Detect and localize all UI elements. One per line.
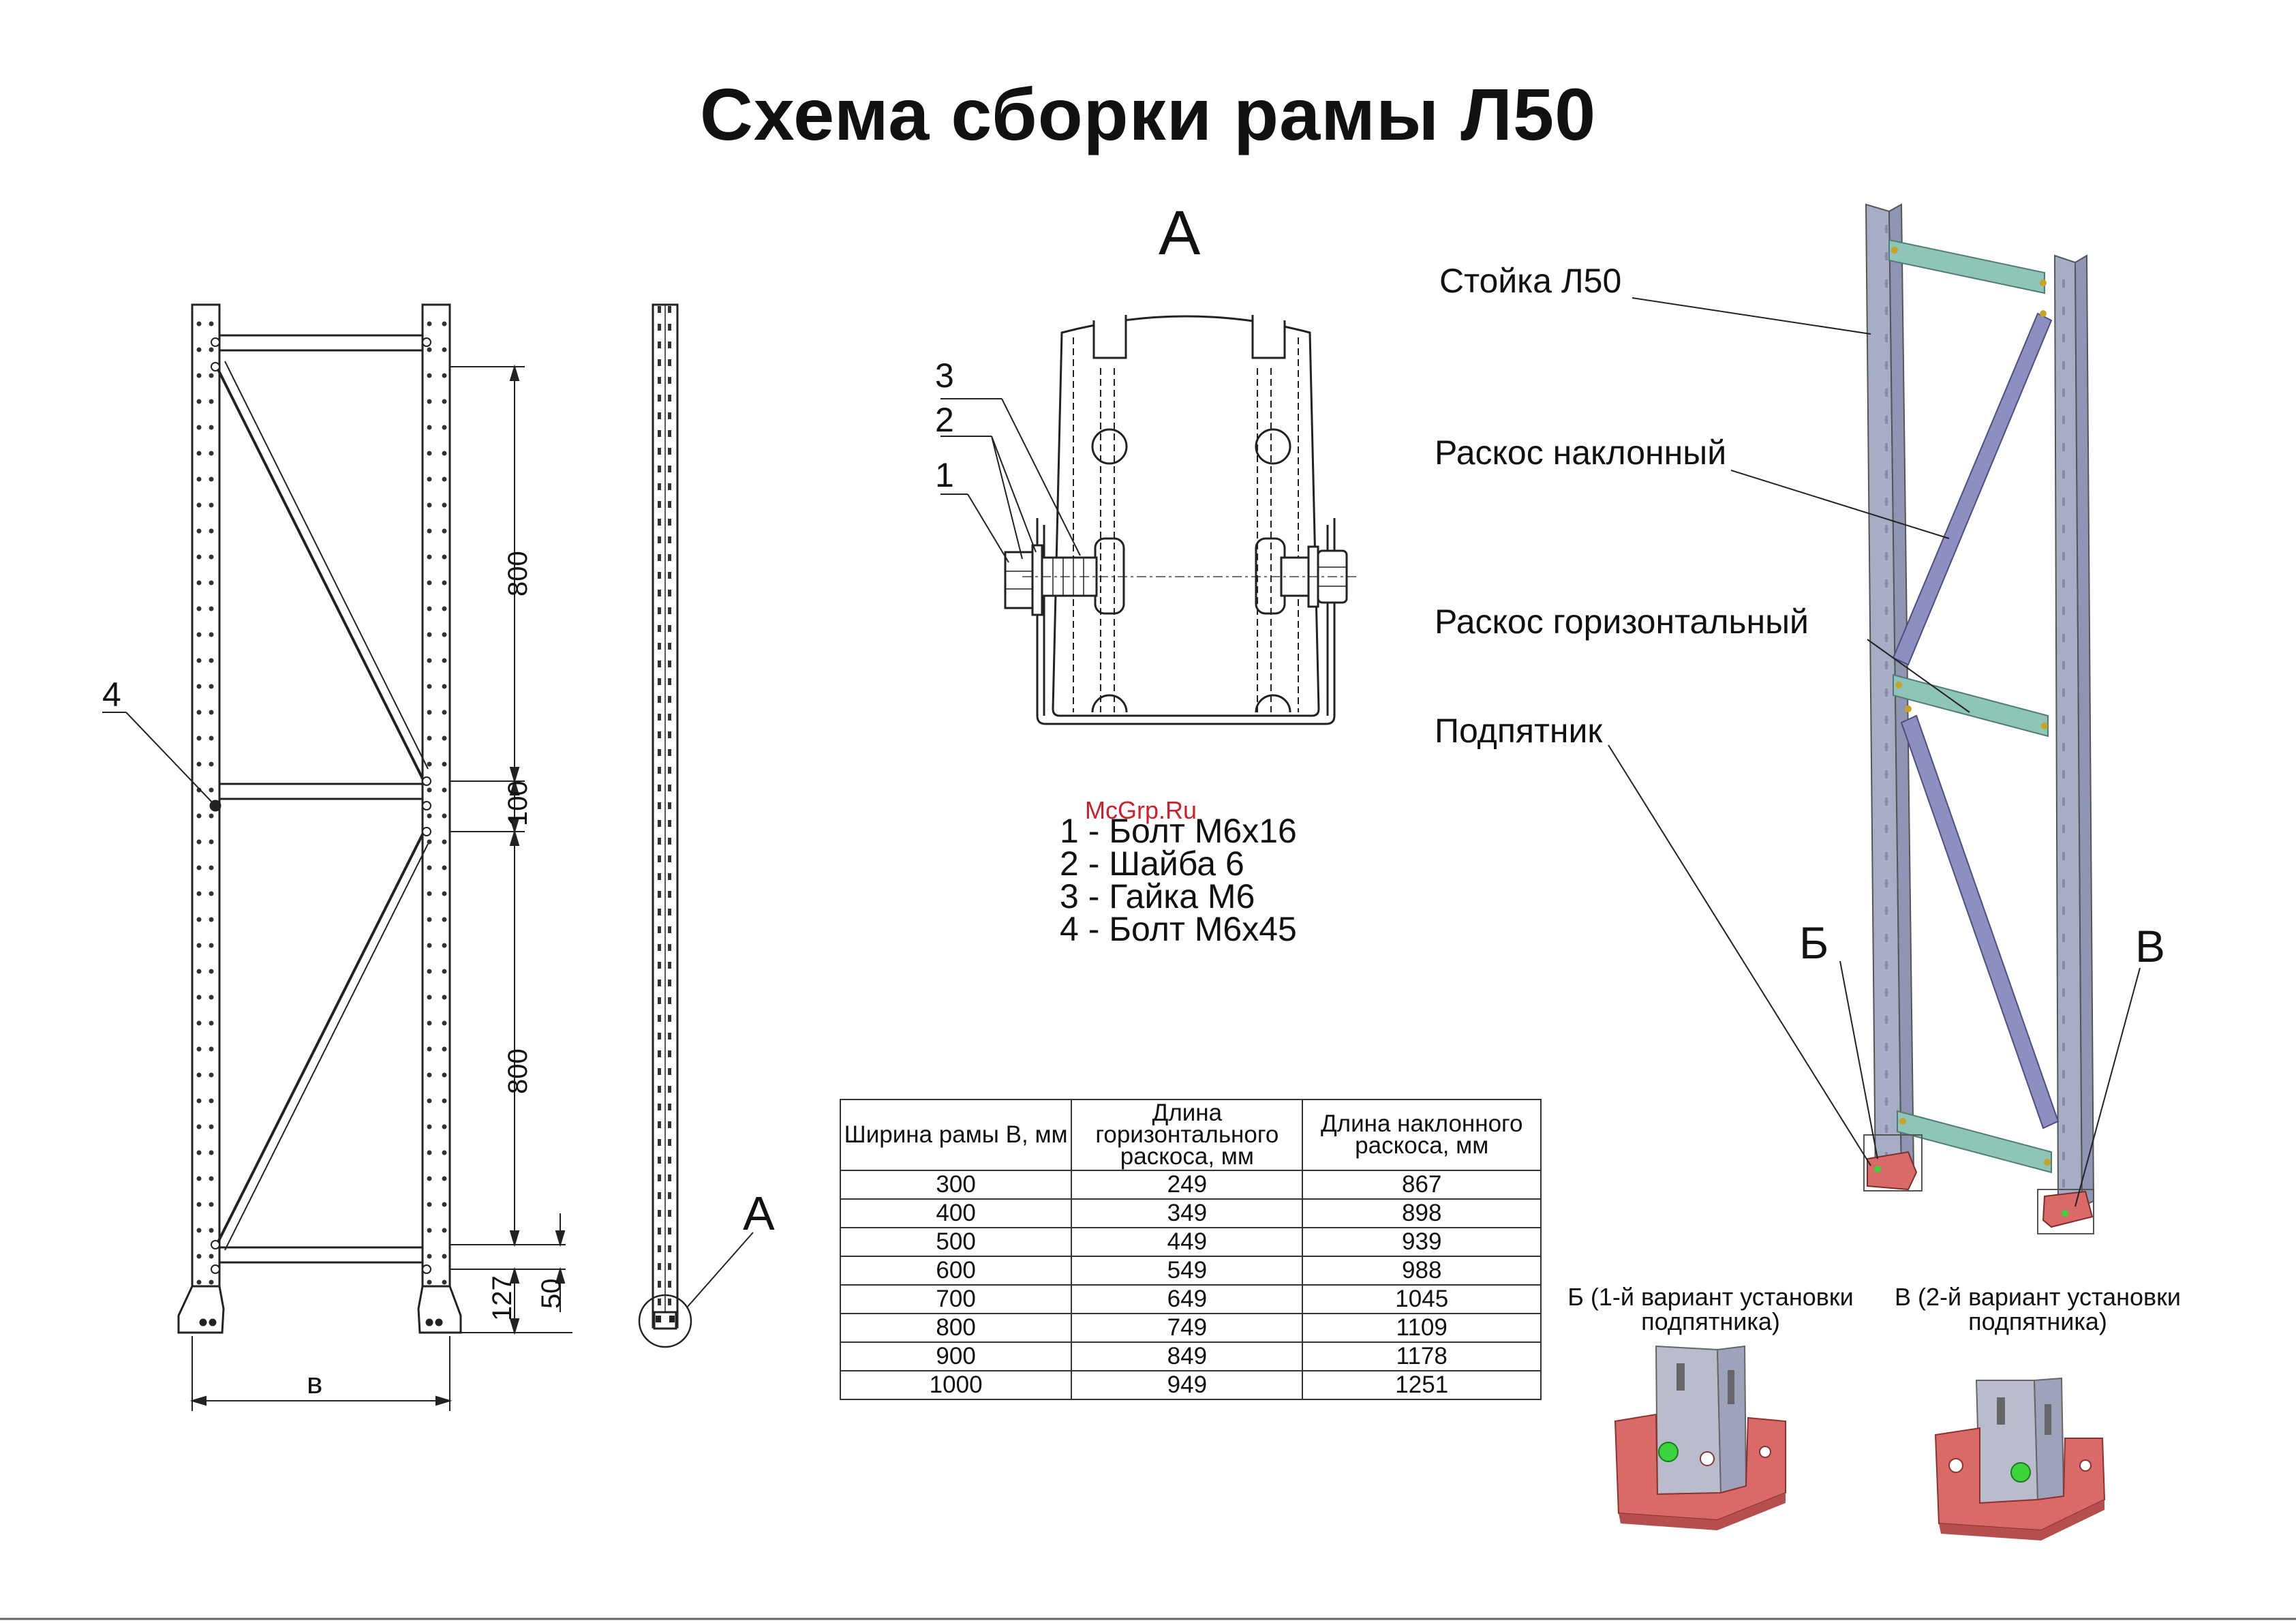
col-horizontal-length: Длина горизонтального раскоса, мм — [1071, 1099, 1304, 1171]
parts-legend: 1 - Болт М6х16 2 - Шайба 6 3 - Гайка М6 … — [1060, 812, 1297, 948]
diagonal-brace-lower — [215, 831, 425, 1245]
legend-item: 4 - Болт М6х45 — [1060, 910, 1297, 948]
label-upright: Стойка Л50 — [1439, 262, 1622, 300]
label-detail-v: В — [2135, 921, 2166, 971]
leader-horizontal — [1867, 639, 1970, 713]
table-cell: 1000 — [839, 1370, 1073, 1400]
horizontal-brace-top — [218, 334, 424, 352]
caption-line: подпятника) — [1968, 1307, 2107, 1335]
detail-a-circle — [638, 1294, 692, 1348]
table-cell: 649 — [1071, 1284, 1304, 1314]
dim-50: 50 — [536, 1278, 566, 1309]
col-frame-width: Ширина рамы В, мм — [839, 1099, 1073, 1171]
dim-width-b: в — [307, 1367, 323, 1400]
iso-diagonal-brace-upper — [1892, 312, 2053, 666]
dim-100: 100 — [503, 780, 533, 826]
dim-800-bottom: 800 — [503, 1048, 533, 1094]
table-cell: 549 — [1071, 1256, 1304, 1286]
iso-footplate-b — [1867, 1151, 1918, 1191]
caption-line: В (2-й вариант установки — [1895, 1283, 2181, 1311]
front-view-frame — [177, 303, 462, 1334]
col-diagonal-length: Длина наклонного раскоса, мм — [1302, 1099, 1542, 1171]
iso-horizontal-brace-bottom — [1897, 1110, 2052, 1174]
legend-item: 3 - Гайка М6 — [1060, 877, 1255, 915]
table-cell: 867 — [1302, 1170, 1542, 1200]
caption-line: подпятника) — [1641, 1307, 1780, 1335]
table-cell: 800 — [839, 1313, 1073, 1343]
dim-127: 127 — [487, 1275, 517, 1321]
detail-callout-3: 3 — [935, 357, 954, 395]
legend-item: 1 - Болт М6х16 — [1060, 812, 1297, 850]
watermark-text: McGrp.Ru — [1085, 796, 1197, 824]
table-cell: 1178 — [1302, 1341, 1542, 1371]
table-header-row: Ширина рамы В, мм Длина горизонтального … — [839, 1099, 1542, 1171]
table-cell: 249 — [1071, 1170, 1304, 1200]
table-cell: 300 — [839, 1170, 1073, 1200]
isometric-frame — [1608, 203, 2141, 1234]
table-cell: 900 — [839, 1341, 1073, 1371]
caption-detail-v: В (2-й вариант установки подпятника) — [1888, 1285, 2188, 1334]
table-cell: 700 — [839, 1284, 1073, 1314]
iso-footplate-v — [2042, 1190, 2094, 1228]
foot-plate-left — [177, 1285, 225, 1334]
horizontal-brace-middle — [218, 783, 424, 800]
detail-a-drawing — [940, 315, 1356, 725]
table-cell: 1251 — [1302, 1370, 1542, 1400]
iso-horizontal-brace-top — [1888, 239, 2045, 294]
leader-footplate — [1608, 744, 1871, 1166]
detail-b-image — [1614, 1345, 1786, 1530]
table-cell: 939 — [1302, 1227, 1542, 1257]
iso-diagonal-brace-lower — [1900, 714, 2060, 1129]
table-cell: 898 — [1302, 1198, 1542, 1228]
diagonal-brace-upper — [215, 366, 425, 782]
detail-a-title: A — [1159, 198, 1201, 268]
label-detail-b: Б — [1799, 917, 1829, 968]
label-footplate: Подпятник — [1435, 712, 1603, 750]
dim-800-top: 800 — [503, 551, 533, 596]
detail-callout-1: 1 — [935, 456, 954, 494]
table-cell: 500 — [839, 1227, 1073, 1257]
iso-horizontal-brace-middle — [1893, 673, 2049, 738]
label-horizontal-brace: Раскос горизонтальный — [1435, 603, 1809, 641]
label-diagonal-brace: Раскос наклонный — [1435, 434, 1727, 472]
view-a-label: A — [743, 1187, 775, 1240]
page-title: Схема сборки рамы Л50 — [699, 73, 1597, 155]
detail-callout-2: 2 — [935, 401, 954, 439]
side-view-upright — [638, 303, 754, 1348]
legend-item: 2 - Шайба 6 — [1060, 845, 1244, 883]
brace-length-table: Ширина рамы В, мм Длина горизонтального … — [839, 1099, 1542, 1400]
leader-diagonal — [1730, 470, 1950, 539]
table-cell: 749 — [1071, 1313, 1304, 1343]
table-cell: 1045 — [1302, 1284, 1542, 1314]
callout-4-leader — [125, 712, 216, 806]
table-cell: 349 — [1071, 1198, 1304, 1228]
table-cell: 400 — [839, 1198, 1073, 1228]
table-cell: 849 — [1071, 1341, 1304, 1371]
caption-line: Б (1-й вариант установки — [1567, 1283, 1854, 1311]
table-cell: 1109 — [1302, 1313, 1542, 1343]
table-cell: 949 — [1071, 1370, 1304, 1400]
callout-4: 4 — [102, 676, 121, 714]
table-cell: 600 — [839, 1256, 1073, 1286]
table-cell: 988 — [1302, 1256, 1542, 1286]
caption-detail-b: Б (1-й вариант установки подпятника) — [1561, 1285, 1861, 1334]
dimension-lines — [189, 364, 572, 1411]
leader-upright — [1632, 297, 1871, 335]
table-cell: 449 — [1071, 1227, 1304, 1257]
horizontal-brace-bottom — [218, 1246, 424, 1264]
detail-v-image — [1934, 1377, 2106, 1541]
